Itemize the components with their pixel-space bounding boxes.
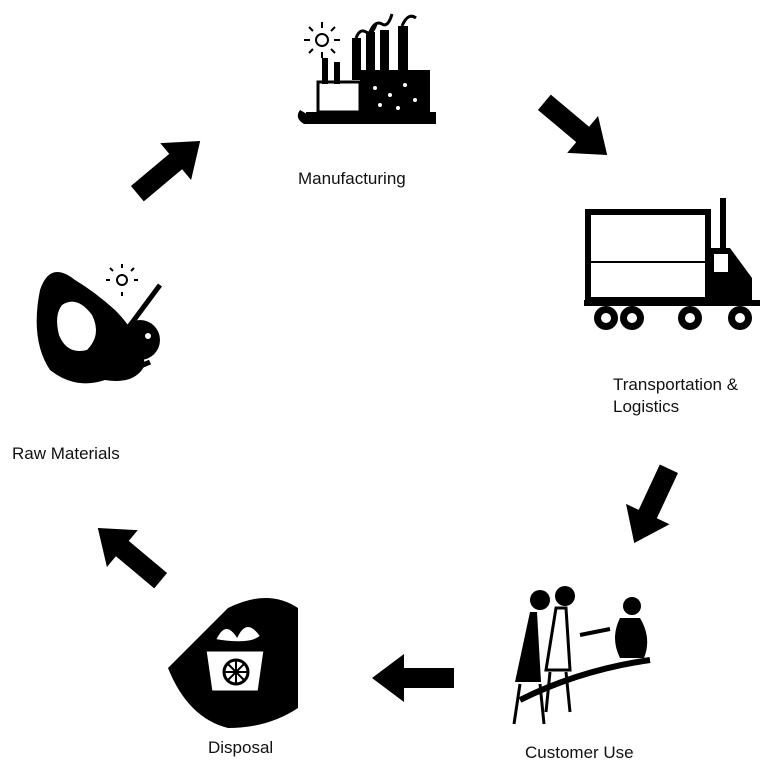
stage-label-transportation: Transportation & Logistics bbox=[613, 375, 739, 416]
shoppers-icon bbox=[512, 586, 651, 725]
arrow-raw-to-manufacturing bbox=[121, 122, 216, 213]
truck-icon bbox=[584, 198, 760, 330]
arrow-disposal-to-raw bbox=[82, 509, 177, 600]
arrow-transport-to-customer bbox=[612, 458, 691, 554]
stage-label-manufacturing: Manufacturing bbox=[298, 169, 406, 188]
stage-label-customer-use: Customer Use bbox=[525, 743, 634, 762]
arrow-customer-to-disposal bbox=[372, 654, 454, 702]
trash-bin-icon bbox=[168, 598, 298, 728]
stage-label-raw-materials: Raw Materials bbox=[12, 444, 120, 463]
mining-icon bbox=[36, 264, 163, 384]
arrow-manufacturing-to-transport bbox=[528, 83, 623, 174]
stage-label-disposal: Disposal bbox=[208, 738, 274, 757]
factory-icon bbox=[297, 13, 436, 124]
